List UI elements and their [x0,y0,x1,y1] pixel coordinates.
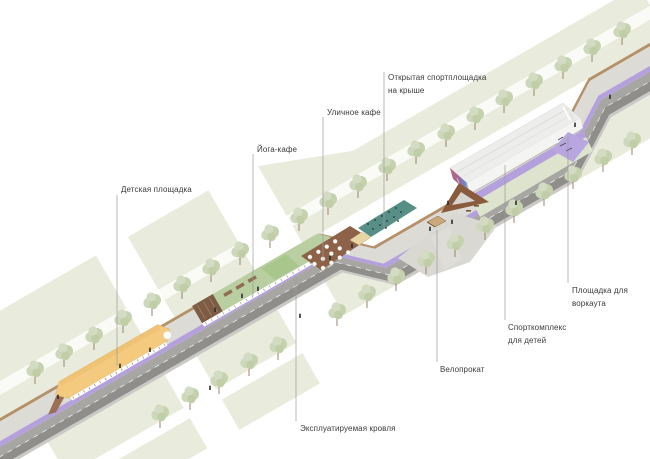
bike-rental-kiosk [426,215,447,228]
leader-lines [116,72,569,421]
road-lane-lower [0,62,650,459]
triangle-pavilion [441,183,489,213]
building-front-slope [473,137,593,217]
yoga-people [367,207,402,230]
playground-canopy [48,324,172,415]
yoga-deck [358,200,417,237]
lower-curb-band [0,69,650,459]
label-green-roof: Эксплуатируемая кровля [300,424,396,433]
label-playground: Детская площадка [121,185,192,194]
label-street-cafe: Уличное кафе [327,108,381,117]
green-roof-building [192,233,336,327]
label-roof-sports: Открытая спортплощадка на крыше [388,73,487,95]
street-cafe-terrace [301,226,370,271]
plaza-crossing-path [431,226,462,270]
label-kids-sports: Спорткомплекс для детей [508,323,567,345]
label-workout: Площадка для воркаута [572,286,628,308]
kids-sports-building [449,102,584,195]
workout-area [552,132,589,162]
label-bike-rental: Велопрокат [440,365,485,374]
label-yoga-cafe: Йога-кафе [257,145,298,154]
cafe-tables [307,239,351,271]
